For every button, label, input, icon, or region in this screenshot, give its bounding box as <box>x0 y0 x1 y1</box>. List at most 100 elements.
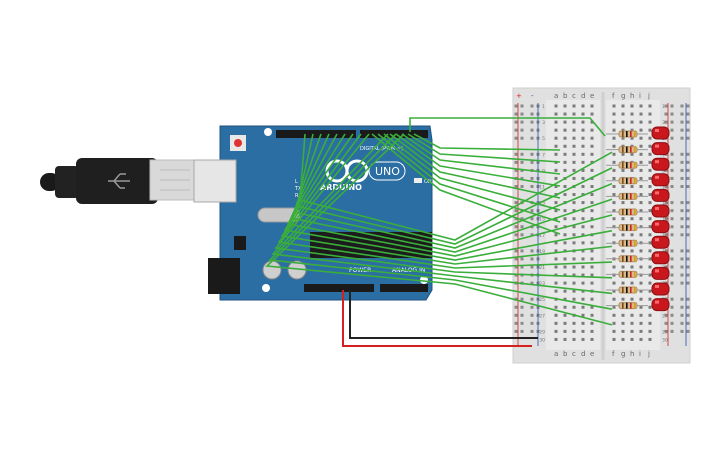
breadboard-hole[interactable] <box>563 297 567 301</box>
rail-hole[interactable] <box>680 249 684 253</box>
rail-hole[interactable] <box>686 321 690 325</box>
breadboard-hole[interactable] <box>630 265 634 269</box>
led[interactable] <box>651 235 670 249</box>
breadboard-hole[interactable] <box>581 168 585 172</box>
resistor[interactable] <box>606 146 648 154</box>
rail-hole[interactable] <box>514 313 518 317</box>
breadboard-hole[interactable] <box>612 104 616 108</box>
breadboard-hole[interactable] <box>639 209 643 213</box>
breadboard-hole[interactable] <box>630 321 634 325</box>
signal-wire[interactable] <box>371 133 561 235</box>
rail-hole[interactable] <box>520 152 524 156</box>
rail-hole[interactable] <box>670 249 674 253</box>
breadboard-hole[interactable] <box>621 128 625 132</box>
breadboard-hole[interactable] <box>612 225 616 229</box>
rail-hole[interactable] <box>680 329 684 333</box>
rail-hole[interactable] <box>514 168 518 172</box>
components-layer[interactable] <box>606 126 670 312</box>
signal-wire[interactable] <box>283 133 613 261</box>
usb-cable[interactable] <box>40 158 197 204</box>
rail-hole[interactable] <box>520 265 524 269</box>
rail-hole[interactable] <box>686 128 690 132</box>
rail-hole[interactable] <box>670 321 674 325</box>
resistor[interactable] <box>606 224 648 232</box>
rail-hole[interactable] <box>520 120 524 124</box>
rail-hole[interactable] <box>680 120 684 124</box>
breadboard-hole[interactable] <box>648 273 652 277</box>
breadboard-hole[interactable] <box>648 104 652 108</box>
rail-hole[interactable] <box>670 120 674 124</box>
signal-wire[interactable] <box>280 133 613 265</box>
breadboard-hole[interactable] <box>554 233 558 237</box>
breadboard-hole[interactable] <box>612 136 616 140</box>
rail-hole[interactable] <box>680 273 684 277</box>
rail-hole[interactable] <box>670 176 674 180</box>
wires-layer[interactable] <box>265 117 613 347</box>
rail-hole[interactable] <box>670 128 674 132</box>
breadboard-hole[interactable] <box>612 176 616 180</box>
signal-wire[interactable] <box>401 133 561 175</box>
rail-hole[interactable] <box>664 168 668 172</box>
signal-wire[interactable] <box>395 133 561 187</box>
breadboard-hole[interactable] <box>554 128 558 132</box>
rail-hole[interactable] <box>514 273 518 277</box>
rail-hole[interactable] <box>680 152 684 156</box>
breadboard-hole[interactable] <box>581 241 585 245</box>
rail-hole[interactable] <box>686 249 690 253</box>
led[interactable] <box>651 282 670 296</box>
breadboard-hole[interactable] <box>572 281 576 285</box>
rail-hole[interactable] <box>514 160 518 164</box>
breadboard-hole[interactable] <box>630 128 634 132</box>
rail-hole[interactable] <box>514 209 518 213</box>
rail-hole[interactable] <box>664 321 668 325</box>
breadboard-hole[interactable] <box>563 112 567 116</box>
breadboard-hole[interactable] <box>612 201 616 205</box>
breadboard-hole[interactable] <box>563 337 567 341</box>
breadboard-hole[interactable] <box>554 104 558 108</box>
rail-hole[interactable] <box>680 168 684 172</box>
breadboard-hole[interactable] <box>554 152 558 156</box>
rail-hole[interactable] <box>664 120 668 124</box>
breadboard-hole[interactable] <box>590 168 594 172</box>
digital-header-left[interactable] <box>276 130 356 138</box>
breadboard-hole[interactable] <box>612 160 616 164</box>
breadboard-hole[interactable] <box>572 112 576 116</box>
rail-hole[interactable] <box>686 265 690 269</box>
rail-hole[interactable] <box>530 136 534 140</box>
breadboard-hole[interactable] <box>590 128 594 132</box>
rail-hole[interactable] <box>686 152 690 156</box>
breadboard-hole[interactable] <box>648 144 652 148</box>
rail-hole[interactable] <box>664 217 668 221</box>
led[interactable] <box>651 251 670 265</box>
breadboard-hole[interactable] <box>630 201 634 205</box>
breadboard-hole[interactable] <box>612 209 616 213</box>
breadboard-hole[interactable] <box>648 168 652 172</box>
breadboard-hole[interactable] <box>581 160 585 164</box>
breadboard-hole[interactable] <box>572 104 576 108</box>
breadboard-hole[interactable] <box>563 209 567 213</box>
breadboard-hole[interactable] <box>648 201 652 205</box>
breadboard-hole[interactable] <box>563 257 567 261</box>
rail-hole[interactable] <box>686 313 690 317</box>
rail-hole[interactable] <box>664 104 668 108</box>
rail-hole[interactable] <box>530 249 534 253</box>
breadboard-hole[interactable] <box>590 321 594 325</box>
rail-hole[interactable] <box>680 209 684 213</box>
rail-hole[interactable] <box>530 120 534 124</box>
breadboard-hole[interactable] <box>639 144 643 148</box>
breadboard-hole[interactable] <box>648 313 652 317</box>
rail-hole[interactable] <box>520 225 524 229</box>
rail-hole[interactable] <box>520 168 524 172</box>
breadboard-hole[interactable] <box>563 289 567 293</box>
breadboard-hole[interactable] <box>639 160 643 164</box>
rail-hole[interactable] <box>520 233 524 237</box>
breadboard-hole[interactable] <box>572 201 576 205</box>
rail-hole[interactable] <box>686 209 690 213</box>
rail-hole[interactable] <box>664 201 668 205</box>
signal-wire[interactable] <box>299 133 613 241</box>
rail-hole[interactable] <box>514 120 518 124</box>
breadboard-hole[interactable] <box>621 120 625 124</box>
signal-wire[interactable] <box>407 133 561 163</box>
breadboard-hole[interactable] <box>621 217 625 221</box>
breadboard-hole[interactable] <box>581 136 585 140</box>
